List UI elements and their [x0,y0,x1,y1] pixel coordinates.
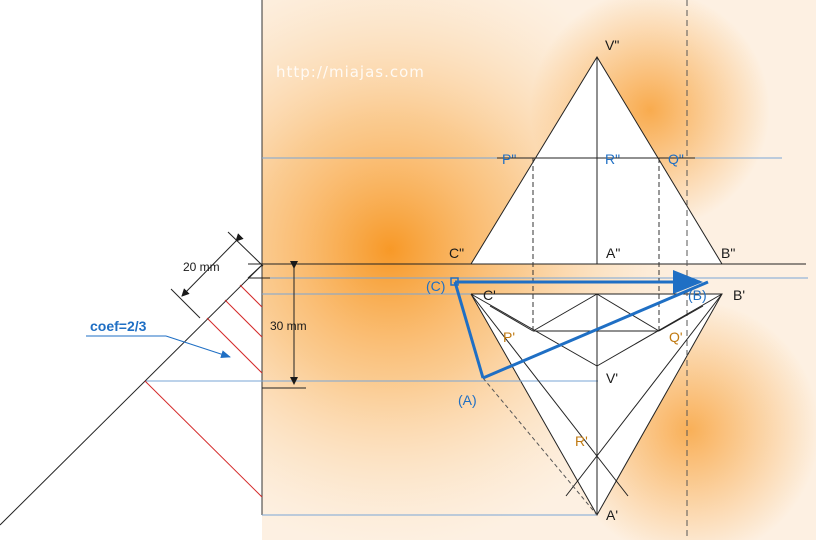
red-construction-lines [144,284,263,498]
projection-dashes [532,158,660,330]
coef-leader [165,335,231,358]
label-V2: V" [605,37,619,53]
watermark-text: http://miajas.com [276,63,425,81]
dimension-20mm-label: 20 mm [183,260,220,274]
dimension-30mm-label: 30 mm [270,319,307,333]
label-Q2: Q" [668,151,684,167]
label-C-rabatted: (C) [426,278,445,294]
label-Q1: Q' [669,329,683,345]
label-R2: R" [605,151,620,167]
label-C1: C' [483,287,496,303]
label-P2: P" [502,151,516,167]
label-B-rabatted: (B) [688,287,707,303]
coef-label: coef=2/3 [90,318,147,334]
label-V1: V' [606,370,618,386]
label-A1: A' [606,507,618,523]
label-C2: C" [449,245,464,261]
oblique-construction [0,264,263,526]
label-A-rabatted: (A) [458,392,477,408]
rabatted-triangle [453,270,709,380]
dimension-30mm [262,261,306,389]
label-R1: R' [575,433,588,449]
dashed-diagonal [482,377,598,516]
label-B2: B" [721,245,735,261]
label-P1: P' [503,329,515,345]
point-c-rabatted-marker [450,277,459,286]
dimension-20mm [170,231,264,319]
label-A2: A" [606,245,620,261]
label-B1: B' [733,287,745,303]
